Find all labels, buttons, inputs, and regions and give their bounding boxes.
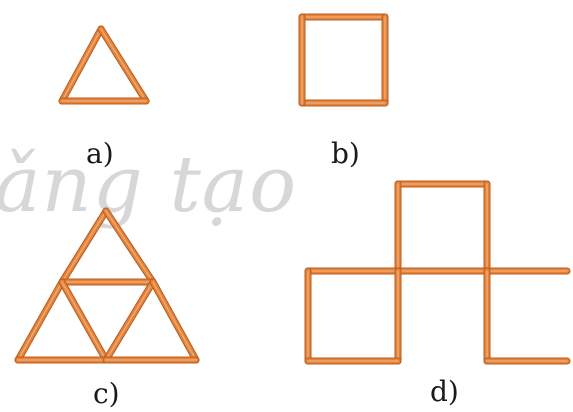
matchstick — [58, 278, 110, 364]
matchstick — [102, 278, 157, 364]
matchstick — [97, 25, 150, 105]
figure-a-triangle — [58, 25, 150, 105]
matchstick — [58, 25, 105, 105]
matchstick — [149, 278, 200, 364]
matchstick — [102, 207, 157, 286]
label-d: d) — [430, 375, 459, 408]
matchstick — [58, 207, 110, 286]
figure-b-square — [298, 13, 389, 107]
figure-c-triangles — [14, 207, 200, 364]
label-a: a) — [86, 137, 114, 170]
label-c: c) — [93, 377, 120, 410]
figure-d-squares — [304, 180, 571, 365]
matchstick — [14, 278, 66, 364]
label-b: b) — [331, 137, 360, 170]
watermark-text: ǎng tạo — [0, 140, 298, 230]
